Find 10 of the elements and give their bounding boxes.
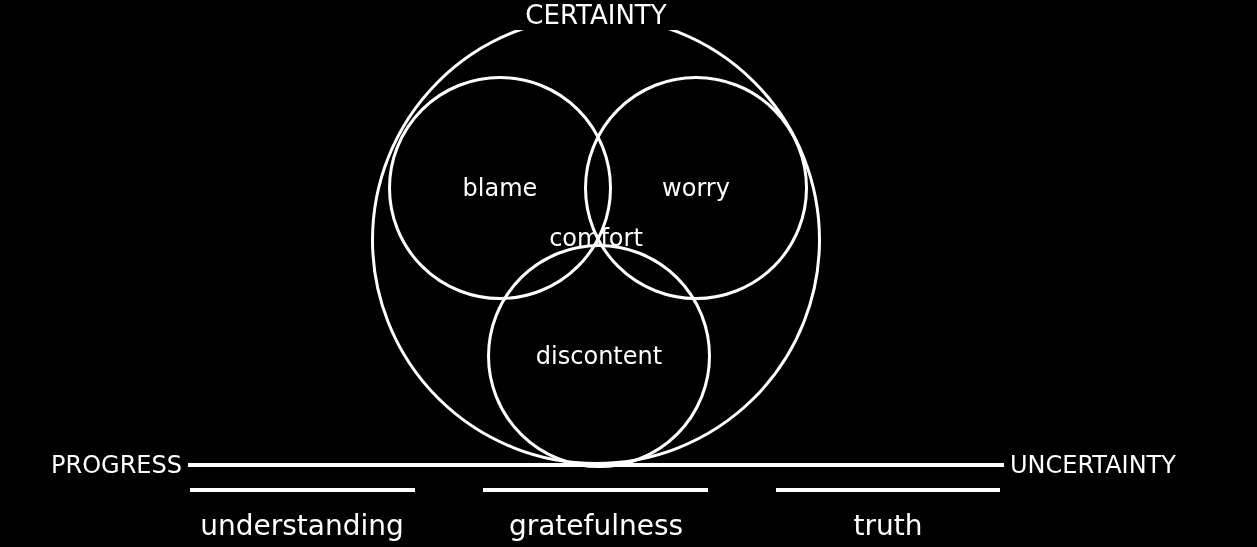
- text-label: gratefulness: [508, 508, 684, 542]
- circle-label: discontent: [535, 342, 663, 370]
- text-label: understanding: [200, 508, 404, 542]
- text-label: truth: [853, 508, 923, 542]
- line: [188, 463, 1004, 467]
- circle-label: blame: [462, 174, 538, 202]
- circle-label: worry: [662, 174, 730, 202]
- circle: [487, 244, 711, 468]
- axis-label: UNCERTAINTY: [1010, 451, 1176, 479]
- axis-label: PROGRESS: [51, 451, 182, 479]
